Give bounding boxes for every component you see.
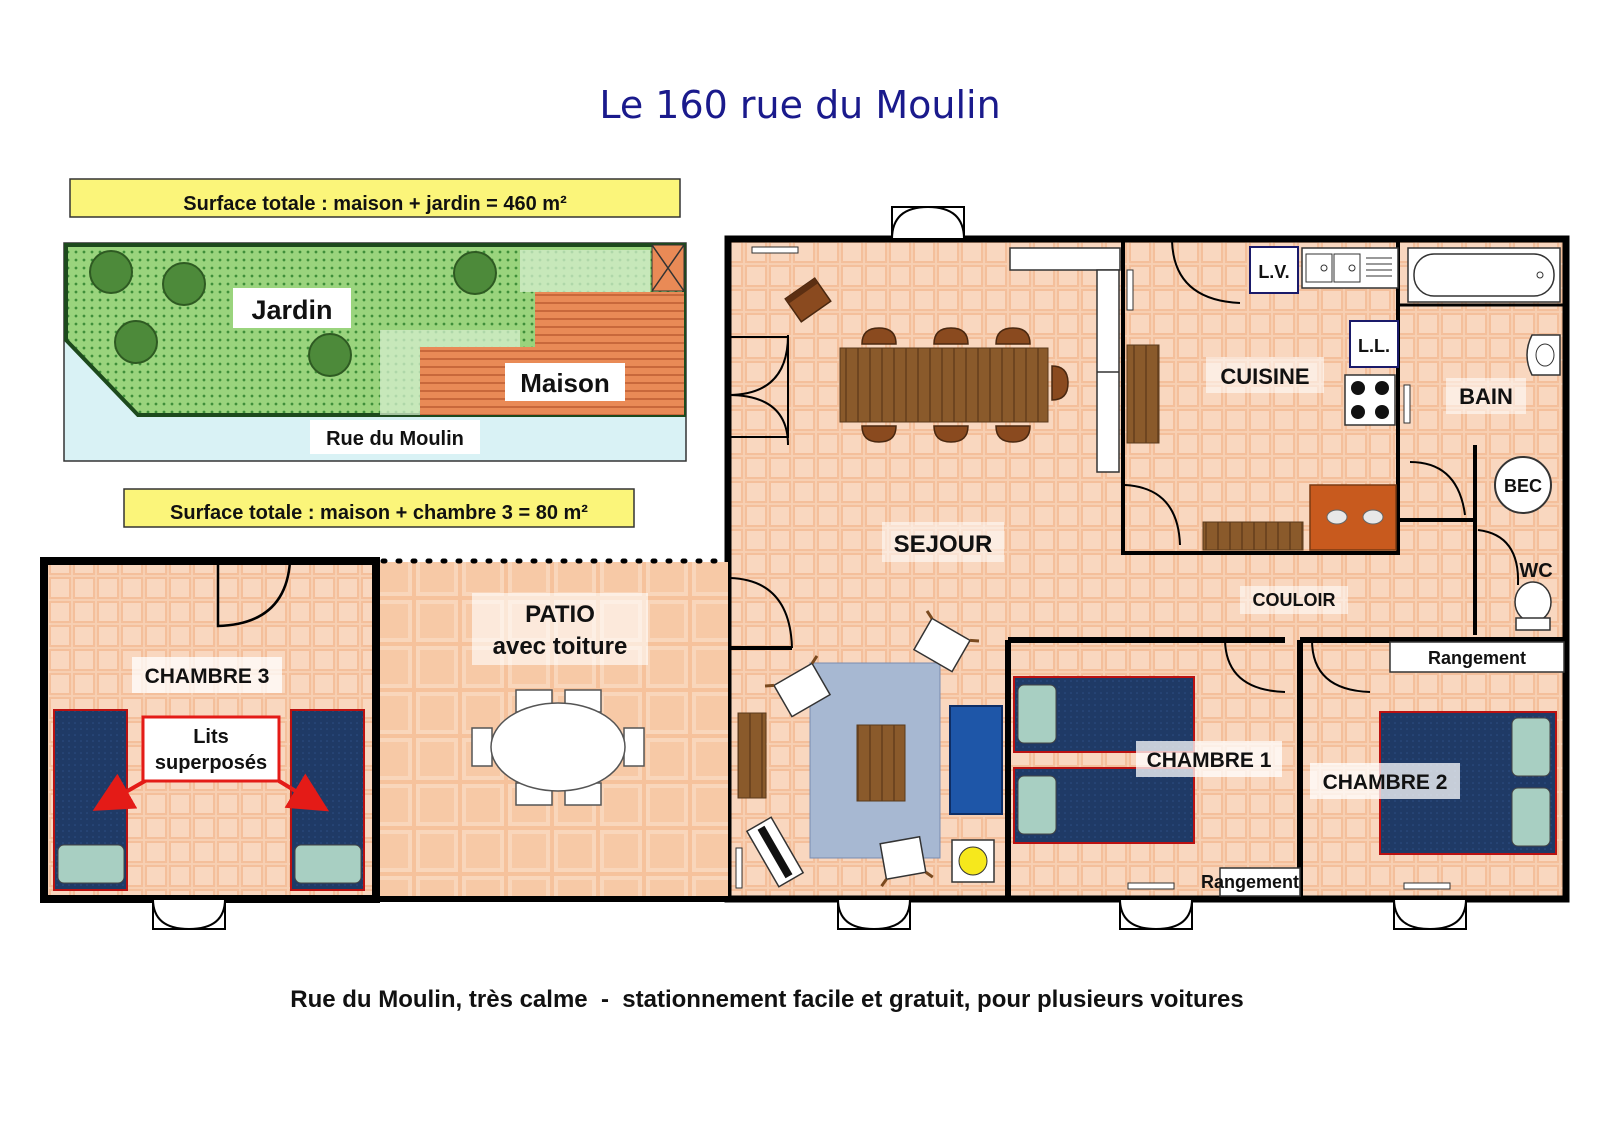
wc-label: WC bbox=[1519, 560, 1552, 582]
page-title: Le 160 rue du Moulin bbox=[599, 83, 1000, 127]
radiator-icon bbox=[751, 246, 799, 254]
surface-banner-jardin-text: Surface totale : maison + jardin = 460 m… bbox=[183, 193, 567, 215]
chambre3-window-door bbox=[152, 898, 226, 931]
armchair-icon bbox=[912, 610, 980, 673]
door bbox=[1409, 461, 1466, 516]
bec-label: BEC bbox=[1504, 476, 1542, 496]
entrance-door-bottom bbox=[837, 898, 911, 931]
toilet-icon bbox=[1514, 581, 1552, 631]
door bbox=[1124, 484, 1181, 546]
lv-box: L.V. bbox=[1249, 246, 1299, 294]
maison-label: Maison bbox=[520, 368, 610, 398]
tree-icon bbox=[114, 320, 158, 364]
bathtub-icon bbox=[1407, 247, 1561, 303]
cuisine-label: CUISINE bbox=[1220, 364, 1309, 389]
chambre2-window-door bbox=[1393, 898, 1467, 931]
radiator-icon bbox=[735, 847, 743, 889]
patio: PATIO avec toiture bbox=[377, 558, 728, 902]
sofa bbox=[949, 705, 1003, 815]
bain-label: BAIN bbox=[1459, 384, 1513, 409]
jardin-label: Jardin bbox=[251, 295, 332, 325]
couloir-label: COULOIR bbox=[1253, 590, 1336, 610]
rangement-top-label: Rangement bbox=[1428, 648, 1526, 668]
door bbox=[1311, 639, 1371, 693]
coffee-table bbox=[856, 724, 906, 802]
ll-box: L.L. bbox=[1349, 320, 1399, 368]
patio-sublabel: avec toiture bbox=[493, 633, 628, 660]
tv-icon bbox=[745, 816, 805, 888]
radiator-icon bbox=[1403, 384, 1411, 424]
bec-icon: BEC bbox=[1494, 456, 1552, 514]
street-label: Rue du Moulin bbox=[326, 428, 464, 450]
chambre3-annex: CHAMBRE 3 Lits superposés bbox=[40, 557, 380, 931]
patio-table-icon bbox=[471, 689, 645, 806]
arrow-right-icon bbox=[277, 773, 330, 812]
footer-note: Rue du Moulin, très calme - stationnemen… bbox=[290, 986, 1244, 1013]
chambre1-label: CHAMBRE 1 bbox=[1147, 749, 1272, 772]
lamp-icon bbox=[951, 839, 995, 883]
surface-banner-chambre-text: Surface totale : maison + chambre 3 = 80… bbox=[170, 502, 588, 524]
chambre2-label: CHAMBRE 2 bbox=[1323, 771, 1448, 794]
radiator-icon bbox=[1403, 882, 1451, 890]
door bbox=[1224, 639, 1286, 693]
appliance-strip bbox=[1301, 247, 1399, 289]
chambre3-label: CHAMBRE 3 bbox=[145, 665, 270, 688]
tree-icon bbox=[308, 333, 352, 377]
tree-icon bbox=[89, 250, 133, 294]
main-house: L.V. L.L. BEC bbox=[724, 205, 1570, 931]
surface-banner-chambre: Surface totale : maison + chambre 3 = 80… bbox=[123, 488, 635, 528]
washbasin-icon bbox=[1526, 334, 1561, 376]
lits-label: Lits bbox=[193, 726, 229, 748]
chambre1-window-door bbox=[1119, 898, 1193, 931]
tree-icon bbox=[162, 262, 206, 306]
ll-label: L.L. bbox=[1358, 336, 1390, 356]
surface-banner-jardin: Surface totale : maison + jardin = 460 m… bbox=[69, 178, 681, 218]
sejour-label: SEJOUR bbox=[894, 531, 993, 558]
rangement-bottom-label: Rangement bbox=[1201, 872, 1299, 892]
lv-label: L.V. bbox=[1258, 262, 1289, 282]
dining-table bbox=[839, 347, 1049, 423]
radiator-icon bbox=[1126, 269, 1134, 311]
site-plan: Jardin Maison Rue du Moulin bbox=[63, 242, 687, 462]
patio-label: PATIO bbox=[525, 601, 595, 628]
entrance-door-top bbox=[891, 205, 965, 240]
bed-icon bbox=[1013, 767, 1195, 844]
dining-chairs bbox=[861, 327, 1069, 443]
bunk-bed-icon bbox=[290, 709, 365, 891]
armchair-icon bbox=[879, 835, 934, 888]
cooktop-icon bbox=[1344, 374, 1396, 426]
lits-sublabel: superposés bbox=[155, 752, 267, 774]
door bbox=[1477, 529, 1520, 586]
door bbox=[729, 577, 793, 649]
radiator-icon bbox=[1127, 882, 1175, 890]
bunk-bed-icon bbox=[53, 709, 128, 891]
bed-icon bbox=[1013, 676, 1195, 753]
sink-icon bbox=[1309, 484, 1397, 551]
arrow-left-icon bbox=[92, 773, 146, 811]
tree-icon bbox=[453, 251, 497, 295]
armchair-icon bbox=[764, 655, 832, 718]
door bbox=[1171, 240, 1241, 304]
door bbox=[216, 560, 292, 628]
armchair-icon bbox=[784, 277, 832, 323]
